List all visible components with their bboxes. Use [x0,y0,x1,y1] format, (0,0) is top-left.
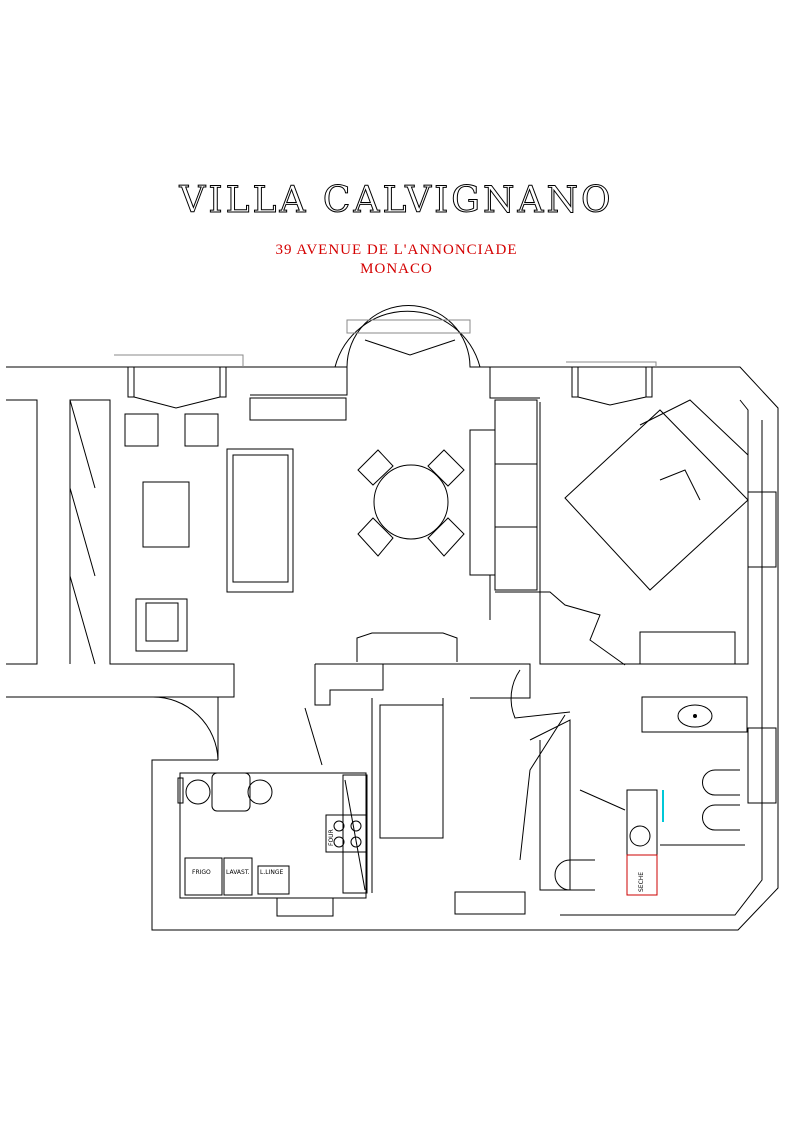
dryer-label: SECHE [638,872,645,892]
windows [127,339,777,917]
oven-label: FOUR [328,829,335,846]
bedroom [469,399,749,666]
kitchen: FRIGO LAVAST. L.LINGE FOUR [177,772,368,899]
plan-title: VILLA CALVIGNANO [179,180,614,222]
dining-table [357,449,465,557]
washer-label: L.LINGE [260,869,284,876]
bathroom: SECHE [554,696,748,896]
dishwasher-label: LAVAST. [226,869,250,876]
hallway [151,632,571,893]
living-room [69,397,347,665]
fridge-label: FRIGO [192,869,211,876]
outer-walls [6,305,779,931]
address-city: MONACO [360,261,433,277]
address-street: 39 AVENUE DE L'ANNONCIADE [275,242,518,258]
